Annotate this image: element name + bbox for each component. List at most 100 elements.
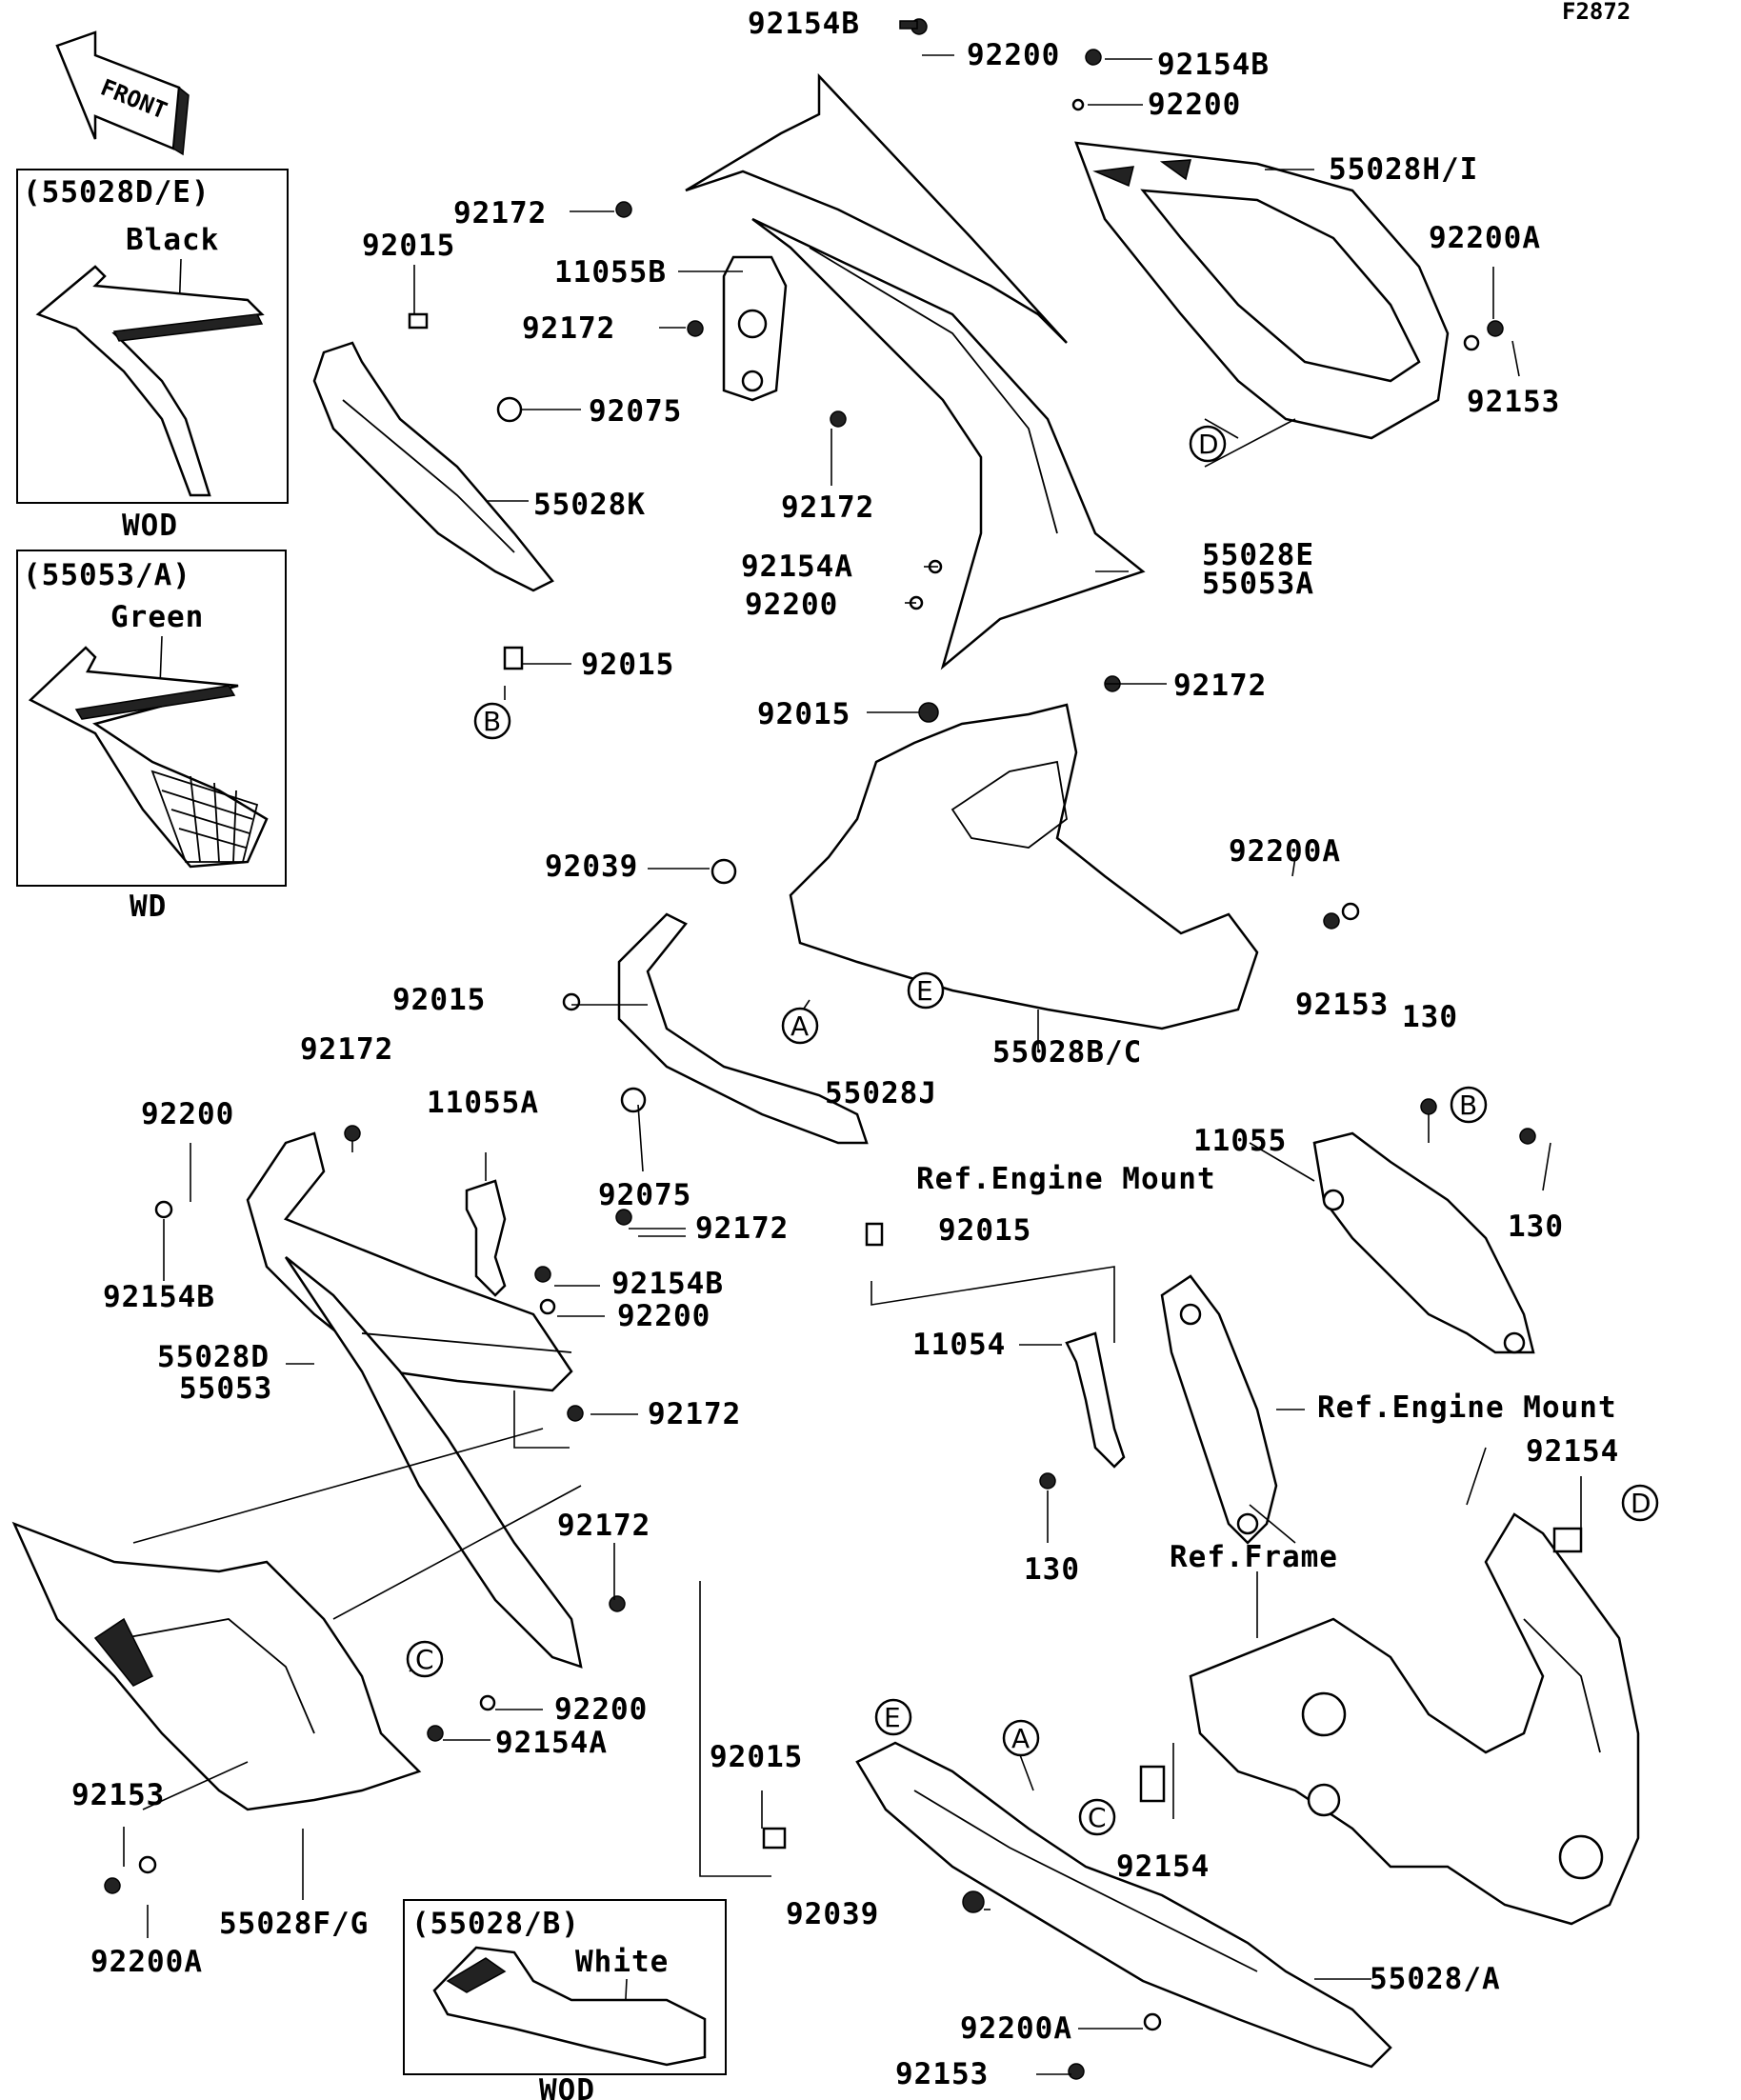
callout-b-right: B — [1450, 1086, 1488, 1124]
part-label: 55028H/I — [1329, 152, 1478, 187]
part-label: 92154 — [1116, 1850, 1210, 1884]
part-label: 11055 — [1193, 1124, 1287, 1158]
callouts: B D A E B D C E — [406, 425, 1659, 1836]
callout-d-right: D — [1621, 1484, 1659, 1522]
callout-e-middle: E — [907, 971, 945, 1010]
part-label: 92015 — [757, 697, 850, 731]
part-label: 55053 — [179, 1371, 272, 1406]
part-label: 11055B — [554, 255, 667, 290]
part-label: 92200 — [1148, 88, 1241, 122]
part-label: 11054 — [912, 1328, 1006, 1362]
part-label: 92039 — [786, 1897, 879, 1931]
part-label: 92154B — [611, 1267, 724, 1301]
side-panel-55028k-part — [312, 341, 554, 592]
inset-black: (55028D/E) Black WOD — [16, 169, 289, 543]
part-label: 92015 — [581, 648, 674, 682]
svg-text:B: B — [1459, 1090, 1477, 1121]
part-label: 92075 — [598, 1178, 691, 1212]
inset-header: (55053/A) — [23, 558, 191, 592]
part-label: 92154B — [1157, 48, 1270, 82]
part-label: 92200A — [90, 1945, 203, 1979]
callout-a-lower: A — [1002, 1719, 1040, 1757]
part-label: 92153 — [1295, 988, 1389, 1022]
part-label: 92200A — [960, 2011, 1072, 2046]
part-label: 92154B — [103, 1280, 215, 1314]
part-label: 92015 — [392, 983, 486, 1017]
part-label: 55028F/G — [219, 1907, 369, 1941]
part-label: 92172 — [695, 1211, 789, 1246]
side-fairing-55028d-part — [246, 1131, 583, 1669]
upper-cowl-part — [1074, 141, 1450, 440]
inset-color: Black — [126, 223, 219, 257]
part-label: 92200 — [617, 1299, 710, 1333]
part-label: 130 — [1402, 1000, 1458, 1034]
inset-green: (55053/A) Green WD — [16, 550, 287, 924]
part-label: 92154A — [495, 1726, 608, 1760]
lower-cowl-55028a-part — [855, 1741, 1392, 2069]
svg-text:A: A — [1011, 1723, 1030, 1754]
part-label: 130 — [1024, 1552, 1080, 1587]
inset-header: (55028/B) — [411, 1907, 580, 1941]
part-label: 92172 — [522, 311, 615, 346]
frame-part — [1189, 1512, 1640, 1926]
part-label: 55028/A — [1370, 1962, 1501, 1996]
figure-code: F2872 — [1562, 0, 1631, 25]
part-label: 55028J — [825, 1076, 937, 1110]
part-label: 92075 — [589, 394, 682, 429]
mesh-grille-icon — [150, 770, 259, 863]
svg-text:D: D — [1198, 429, 1219, 460]
leader-lines — [123, 54, 1582, 2075]
callout-c-right: C — [1078, 1798, 1116, 1836]
inset-footer: WD — [130, 890, 167, 924]
part-label: 11055A — [427, 1086, 539, 1120]
inset-footer: WOD — [539, 2073, 595, 2100]
fasteners — [104, 18, 1583, 2080]
part-label: 92172 — [453, 196, 547, 230]
svg-text:C: C — [415, 1644, 434, 1675]
part-label: 130 — [1508, 1210, 1564, 1244]
stay-11055a-part — [465, 1179, 507, 1297]
part-label: 92153 — [71, 1778, 165, 1812]
svg-text:E: E — [884, 1702, 901, 1733]
lower-side-55028bc-part — [789, 703, 1259, 1030]
part-label: Ref.Engine Mount — [1317, 1390, 1617, 1425]
svg-text:B: B — [483, 706, 501, 737]
part-label: 92200 — [745, 588, 838, 622]
part-label: 92200A — [1229, 834, 1341, 869]
inset-color: Green — [110, 600, 204, 634]
part-label: 55028B/C — [992, 1035, 1142, 1070]
part-label: Ref.Frame — [1170, 1540, 1338, 1574]
callout-b-upper: B — [473, 702, 511, 740]
engine-mount-part — [1160, 1131, 1535, 1545]
part-label: 92200 — [554, 1692, 648, 1727]
inset-header: (55028D/E) — [23, 175, 210, 210]
inset-color: White — [575, 1945, 669, 1979]
callout-d-upper: D — [1189, 425, 1227, 463]
part-label: 92200 — [141, 1097, 234, 1131]
part-label: 92039 — [545, 850, 638, 884]
part-label: 92154 — [1526, 1434, 1619, 1469]
part-label: 92200 — [967, 38, 1060, 72]
inset-footer: WOD — [122, 509, 178, 543]
part-label: 92172 — [300, 1032, 393, 1067]
svg-text:D: D — [1631, 1488, 1651, 1519]
front-arrow-icon: FRONT — [55, 30, 190, 156]
part-label: 55028E — [1202, 538, 1314, 572]
part-label: 92015 — [938, 1213, 1031, 1248]
part-label: 92015 — [362, 229, 455, 263]
part-label: 92154A — [741, 550, 853, 584]
part-labels: 92154B 92200 92154B 92200 55028H/I 92172… — [71, 7, 1619, 2091]
svg-text:C: C — [1088, 1802, 1107, 1833]
bracket-11055b-part — [722, 255, 788, 402]
lower-fairing-55028fg-part — [11, 1521, 422, 1811]
callout-c-left: C — [406, 1640, 444, 1678]
part-label: 55053A — [1202, 567, 1314, 601]
part-label: 55028K — [533, 488, 646, 522]
part-label: 92172 — [648, 1397, 741, 1431]
part-label: Ref.Engine Mount — [916, 1162, 1216, 1196]
svg-text:E: E — [916, 975, 933, 1007]
part-label: 92172 — [1173, 669, 1267, 703]
part-label: 92172 — [781, 490, 874, 525]
part-label: 92015 — [710, 1740, 803, 1774]
